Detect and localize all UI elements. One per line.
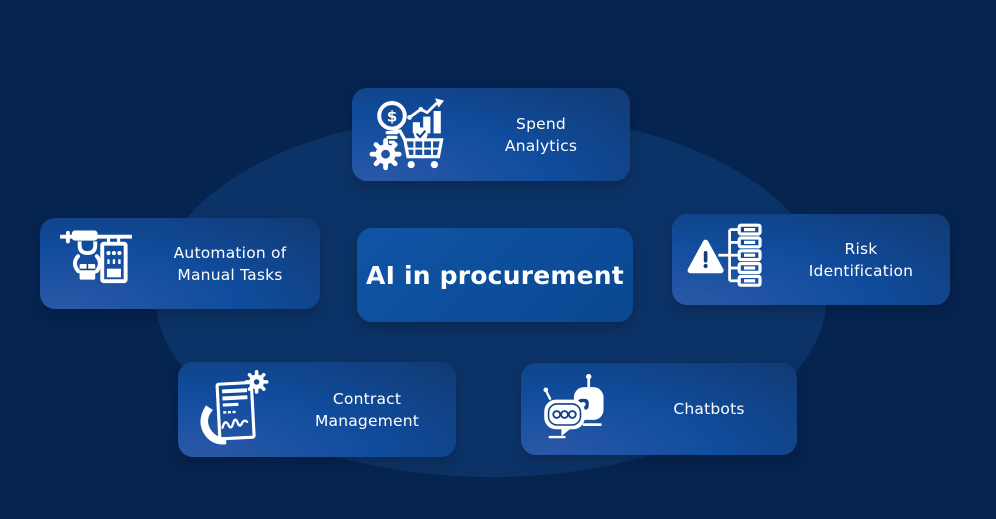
feature-box-automation: Automation of Manual Tasks [40, 218, 320, 309]
center-box-label: AI in procurement [366, 260, 624, 290]
robotic-arm-icon [60, 229, 132, 283]
svg-text:$: $ [387, 107, 398, 125]
center-box-ai-in-procurement: AI in procurement [357, 228, 633, 322]
feature-box-spend-analytics: $ [352, 88, 630, 181]
contract-signing-icon [200, 369, 269, 445]
risk-warning-flowchart-icon [687, 223, 762, 287]
feature-box-chatbots: Chatbots [521, 363, 797, 455]
feature-label-risk-identification: Risk Identification [808, 239, 914, 280]
feature-box-risk-identification: Risk Identification [672, 214, 950, 305]
feature-label-chatbots: Chatbots [673, 400, 745, 418]
feature-box-contract-management: Contract Management [178, 362, 456, 457]
feature-label-contract-management: Contract Management [314, 389, 420, 430]
feature-label-spend-analytics: Spend Analytics [504, 114, 578, 155]
spend-analytics-icon: $ [369, 97, 444, 170]
chatbot-speech-bubble-icon [543, 373, 604, 439]
feature-label-automation: Automation of Manual Tasks [173, 243, 287, 284]
